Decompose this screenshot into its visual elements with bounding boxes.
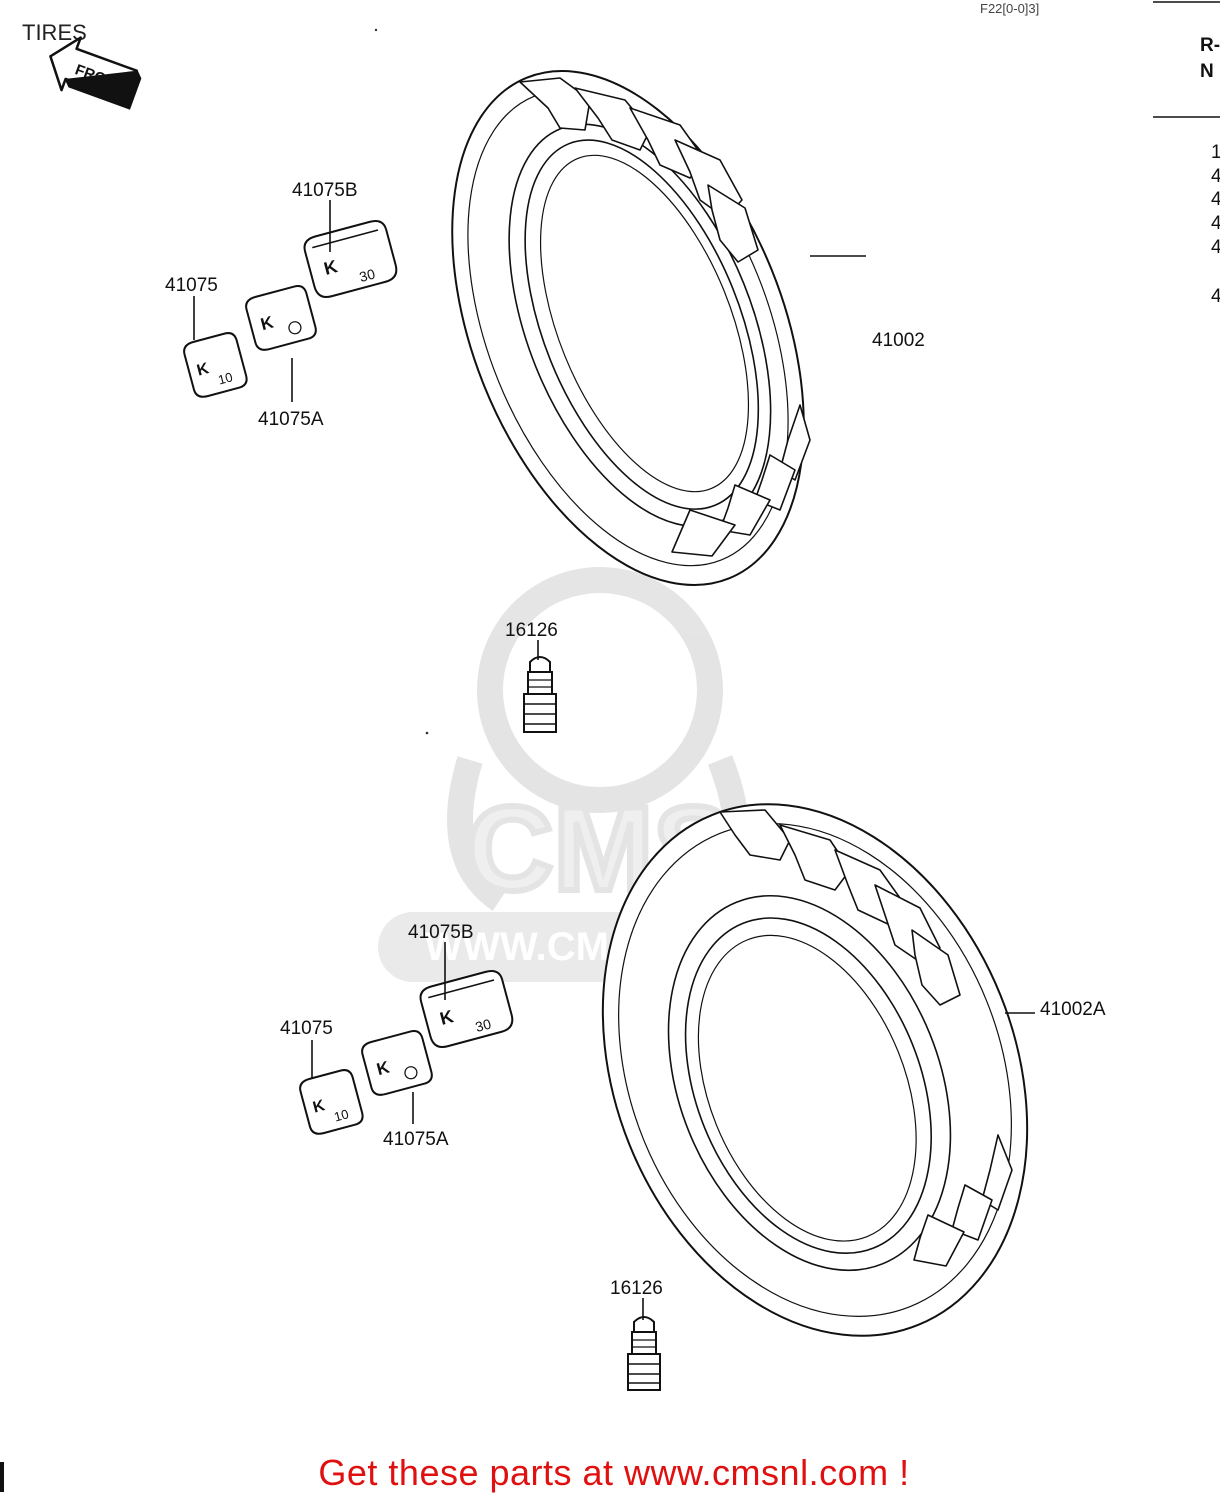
- side-header-1: R-: [1200, 35, 1220, 56]
- side-list-item: 4: [1211, 286, 1220, 307]
- weight-rivet-icon: [404, 1066, 418, 1080]
- front-air-valve: 16126: [505, 620, 558, 733]
- part-label-41002: 41002: [872, 330, 925, 351]
- part-label-41075-front: 41075: [165, 275, 218, 296]
- weight-value-mark: 10: [216, 369, 234, 387]
- side-list-item: 4: [1211, 189, 1220, 210]
- part-label-41002A: 41002A: [1040, 999, 1106, 1020]
- side-list-item: 1: [1211, 142, 1220, 163]
- weight-value-mark: 30: [474, 1016, 493, 1036]
- buy-parts-link[interactable]: Get these parts at www.cmsnl.com !: [318, 1452, 910, 1493]
- weight-brand-mark: K: [375, 1057, 392, 1079]
- weight-brand-mark: K: [438, 1006, 456, 1029]
- weight-value-mark: 30: [358, 266, 377, 286]
- rear-air-valve: 16126: [610, 1278, 663, 1391]
- side-table: R- N 1 4 4 4 4 4: [1153, 1, 1220, 307]
- side-list-item: 4: [1211, 166, 1220, 187]
- side-list-item: 4: [1211, 237, 1220, 258]
- front-tire: 41002: [451, 70, 925, 586]
- page-edge-marker: [0, 1462, 4, 1492]
- weight-brand-mark: K: [322, 256, 340, 279]
- part-label-41075-rear: 41075: [280, 1018, 333, 1039]
- speck: [425, 731, 429, 735]
- front-balance-weights: K 30 41075B K 41075A K 10 41075: [165, 180, 398, 430]
- part-label-41075B-rear: 41075B: [408, 922, 474, 943]
- weight-rivet-icon: [288, 321, 302, 335]
- weight-brand-mark: K: [311, 1097, 327, 1117]
- part-label-16126-rear: 16126: [610, 1278, 663, 1299]
- part-label-41075A-rear: 41075A: [383, 1129, 449, 1150]
- rear-balance-weights: K 30 41075B K 41075A K 10 41075: [280, 922, 514, 1150]
- rear-tire: 41002A: [601, 803, 1106, 1337]
- side-list-item: 4: [1211, 213, 1220, 234]
- diagram-ref-code: F22[0-0]3]: [980, 1, 1039, 16]
- side-header-2: N: [1200, 61, 1214, 82]
- part-label-41075B-front: 41075B: [292, 180, 358, 201]
- speck: [374, 28, 378, 32]
- weight-brand-mark: K: [259, 312, 276, 334]
- weight-brand-mark: K: [195, 360, 211, 380]
- part-label-16126-front: 16126: [505, 620, 558, 641]
- part-label-41075A-front: 41075A: [258, 409, 324, 430]
- front-direction-arrow-icon: FRONT: [49, 36, 142, 110]
- weight-value-mark: 10: [332, 1106, 350, 1124]
